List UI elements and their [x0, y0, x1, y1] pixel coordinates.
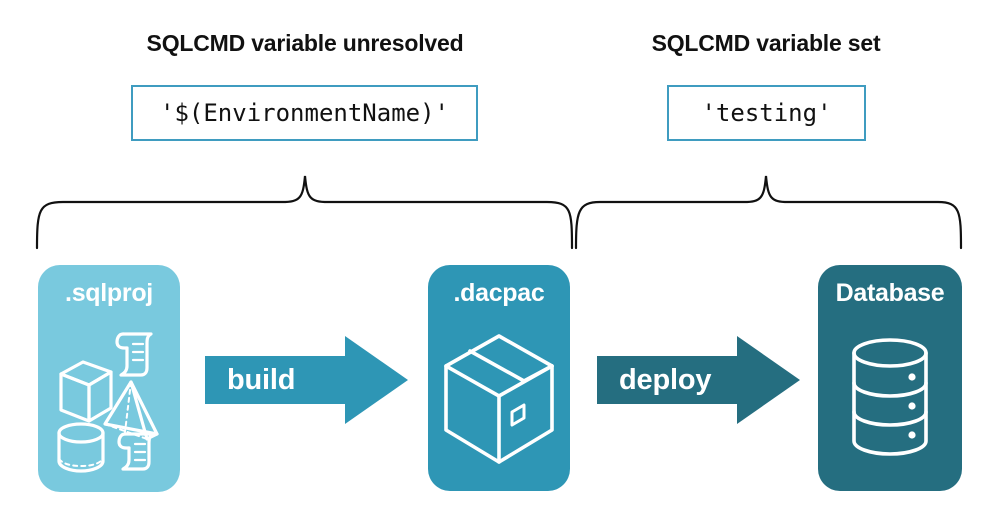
- node-card-database: Database: [818, 265, 962, 491]
- cylinder-icon: [57, 421, 105, 473]
- script-scroll-icon-2: [117, 431, 155, 471]
- brace-left: [35, 175, 574, 250]
- arrow-deploy: deploy: [597, 334, 801, 426]
- arrow-shape-build: [205, 336, 408, 424]
- script-scroll-icon-1: [115, 331, 153, 377]
- arrow-shape-deploy: [597, 336, 800, 424]
- section-heading-unresolved: SQLCMD variable unresolved: [146, 30, 464, 56]
- database-cylinder-icon: [818, 311, 962, 491]
- value-box-unresolved: '$(EnvironmentName)': [131, 85, 478, 141]
- node-card-label-database: Database: [835, 279, 945, 307]
- package-box-icon: [428, 311, 570, 491]
- node-card-dacpac: .dacpac: [428, 265, 570, 491]
- pyramid-icon: [103, 379, 159, 441]
- value-box-set: 'testing': [667, 85, 866, 141]
- cube-icon: [59, 359, 113, 423]
- node-card-label-dacpac: .dacpac: [453, 279, 545, 307]
- brace-group: [35, 175, 963, 250]
- project-assets-icon: [38, 311, 180, 492]
- arrow-build: build: [205, 334, 409, 426]
- brace-right: [574, 175, 963, 250]
- section-heading-set: SQLCMD variable set: [651, 30, 881, 56]
- node-card-label-sqlproj: .sqlproj: [65, 279, 153, 307]
- node-card-sqlproj: .sqlproj: [38, 265, 180, 492]
